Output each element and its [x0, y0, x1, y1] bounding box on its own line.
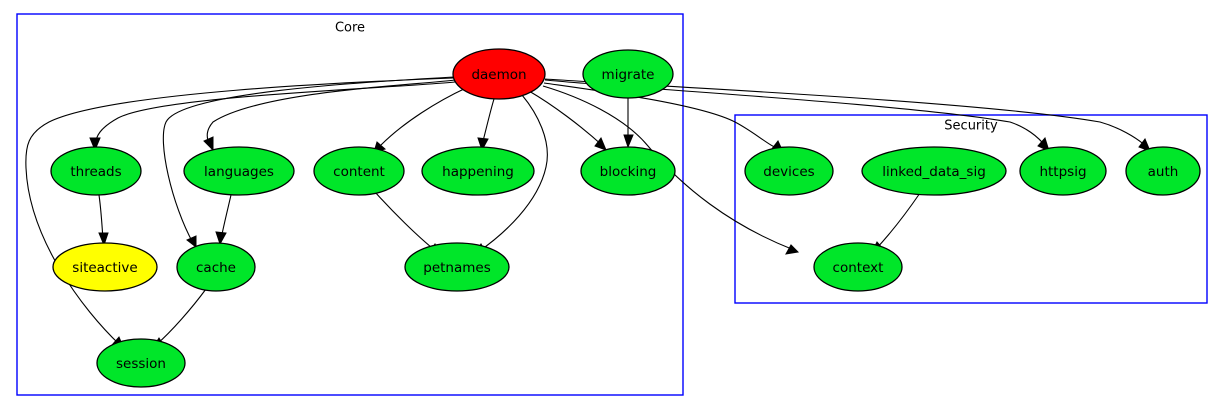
edge-path [380, 87, 467, 146]
node-shape-linked_data_sig[interactable] [861, 146, 1007, 196]
arrowhead-icon [89, 137, 101, 152]
node-shape-happening[interactable] [421, 146, 535, 196]
node-shape-siteactive[interactable] [52, 242, 158, 292]
node-content[interactable]: content [313, 146, 405, 196]
node-languages[interactable]: languages [183, 146, 295, 196]
node-shape-petnames[interactable] [404, 242, 510, 292]
node-label-cache: cache [196, 260, 236, 276]
node-httpsig[interactable]: httpsig [1019, 146, 1107, 196]
edge-path [155, 288, 207, 346]
edge-languages-to-cache [215, 194, 232, 246]
node-context[interactable]: context [813, 242, 903, 292]
edge-path [543, 82, 781, 150]
edge-daemon-to-session [25, 77, 454, 350]
node-session[interactable]: session [96, 338, 186, 388]
node-shape-content[interactable] [313, 146, 405, 196]
node-threads[interactable]: threads [50, 146, 142, 196]
edge-daemon-to-devices [543, 82, 784, 153]
edge-threads-to-siteactive [98, 194, 109, 247]
node-label-happening: happening [442, 164, 514, 180]
arrowhead-icon [477, 137, 489, 152]
arrowhead-icon [1138, 138, 1151, 152]
node-shape-languages[interactable] [183, 146, 295, 196]
node-label-migrate: migrate [602, 67, 655, 83]
edge-daemon-to-content [373, 87, 467, 153]
node-blocking[interactable]: blocking [580, 146, 676, 196]
edge-path [374, 191, 438, 253]
node-label-siteactive: siteactive [72, 260, 137, 276]
cluster-core: Core [16, 13, 684, 396]
edge-path [477, 94, 548, 253]
node-label-petnames: petnames [423, 260, 491, 276]
edge-daemon-to-languages [203, 79, 457, 152]
edge-path [94, 81, 456, 146]
arrowhead-icon [623, 134, 634, 149]
node-cache[interactable]: cache [176, 242, 256, 292]
edge-daemon-to-context [542, 85, 800, 255]
cluster-border-core [16, 13, 684, 396]
node-label-daemon: daemon [471, 67, 526, 83]
node-label-devices: devices [763, 164, 814, 180]
arrowhead-icon [203, 136, 214, 152]
edge-daemon-to-happening [477, 98, 495, 152]
edge-path [25, 77, 454, 346]
cluster-label-core: Core [335, 21, 365, 36]
edge-layer [25, 76, 1151, 350]
arrowhead-icon [785, 244, 800, 255]
node-shape-auth[interactable] [1125, 146, 1201, 196]
arrowhead-icon [594, 137, 607, 151]
node-shape-httpsig[interactable] [1019, 146, 1107, 196]
edge-path [206, 79, 457, 146]
arrowhead-icon [1037, 136, 1050, 152]
node-siteactive[interactable]: siteactive [52, 242, 158, 292]
node-label-threads: threads [70, 164, 121, 180]
node-label-content: content [333, 164, 385, 180]
node-shape-session[interactable] [96, 338, 186, 388]
node-migrate[interactable]: migrate [582, 49, 674, 99]
edge-migrate-to-blocking [623, 98, 634, 149]
node-label-httpsig: httpsig [1039, 164, 1086, 180]
edge-path [528, 90, 604, 147]
node-shape-migrate[interactable] [582, 49, 674, 99]
edge-cache-to-session [150, 288, 207, 350]
node-label-linked_data_sig: linked_data_sig [882, 164, 986, 180]
node-label-languages: languages [204, 164, 274, 180]
node-label-context: context [833, 260, 884, 276]
edge-path [542, 85, 795, 251]
node-shape-devices[interactable] [744, 146, 834, 196]
node-shape-context[interactable] [813, 242, 903, 292]
edge-daemon-to-cache [162, 76, 455, 249]
node-happening[interactable]: happening [421, 146, 535, 196]
node-label-auth: auth [1148, 164, 1179, 180]
node-petnames[interactable]: petnames [404, 242, 510, 292]
arrowhead-icon [215, 231, 227, 246]
edge-daemon-to-blocking [528, 90, 607, 151]
edge-path [162, 76, 455, 244]
node-label-blocking: blocking [600, 164, 657, 180]
edge-daemon-to-threads [89, 81, 456, 152]
node-shape-cache[interactable] [176, 242, 256, 292]
node-layer: daemon migrate threads languages content happ… [50, 48, 1201, 388]
node-shape-blocking[interactable] [580, 146, 676, 196]
node-shape-threads[interactable] [50, 146, 142, 196]
arrowhead-icon [98, 232, 109, 247]
node-shape-daemon[interactable] [452, 48, 546, 100]
node-devices[interactable]: devices [744, 146, 834, 196]
edge-path [874, 192, 921, 251]
node-daemon[interactable]: daemon [452, 48, 546, 100]
cluster-label-security: Security [944, 119, 998, 134]
cluster-border-security [734, 114, 1208, 304]
edge-linked_data_sig-to-context [870, 192, 921, 255]
node-auth[interactable]: auth [1125, 146, 1201, 196]
node-label-session: session [116, 356, 166, 372]
arrowhead-icon [186, 235, 197, 249]
node-linked_data_sig[interactable]: linked_data_sig [861, 146, 1007, 196]
cluster-security: Security [734, 114, 1208, 304]
